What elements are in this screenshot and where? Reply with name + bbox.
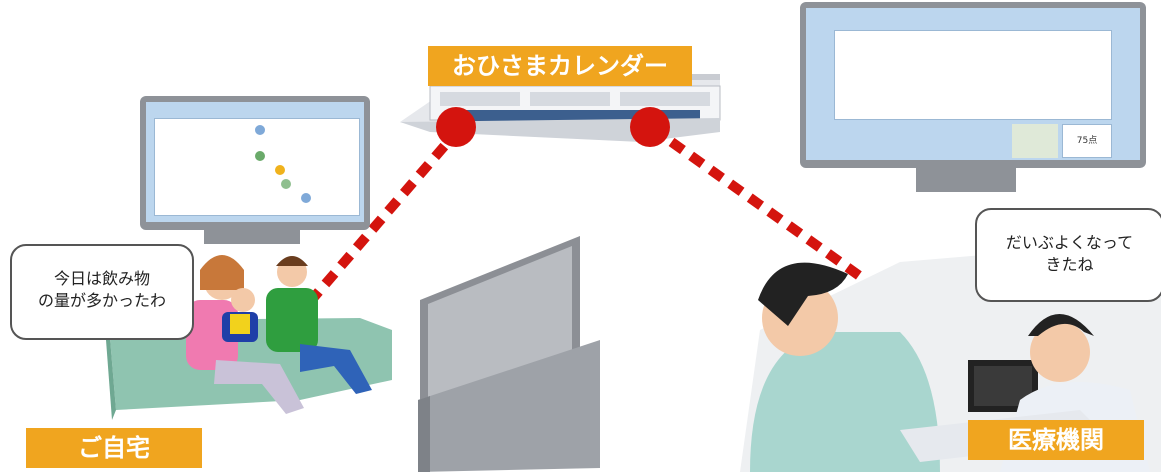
family-illustration <box>186 255 372 414</box>
app-title-label: おひさまカレンダー <box>428 46 692 86</box>
home-monitor <box>140 96 370 230</box>
home-calendar-mark <box>301 193 311 203</box>
home-label: ご自宅 <box>26 428 202 468</box>
home-calendar-mark <box>281 179 291 189</box>
family-speech-bubble: 今日は飲み物 の量が多かったわ <box>10 244 194 340</box>
home-monitor-stand <box>204 230 300 244</box>
home-calendar-mark <box>255 151 265 161</box>
doctor-speech-line1: だいぶよくなって <box>1005 233 1134 252</box>
medical-label: 医療機関 <box>968 420 1144 460</box>
medical-calendar-grid <box>834 30 1112 120</box>
home-calendar-mark <box>275 165 285 175</box>
television-illustration <box>418 236 600 472</box>
medical-monitor-stand <box>916 168 1016 192</box>
doctor-speech-bubble: だいぶよくなって きたね <box>975 208 1161 302</box>
home-calendar-panel <box>154 118 360 216</box>
medical-monitor: 75点 <box>800 2 1146 168</box>
connection-lines <box>292 123 975 361</box>
medical-monitor-screen: 75点 <box>806 8 1140 160</box>
score-value: 75点 <box>1076 136 1098 146</box>
score-panel: 75点 <box>1062 124 1112 158</box>
family-speech-line1: 今日は飲み物 <box>53 269 150 288</box>
doctor-speech-line2: きたね <box>1045 255 1094 274</box>
home-monitor-screen <box>146 102 364 222</box>
plant-image <box>1012 124 1058 158</box>
family-speech-line2: の量が多かったわ <box>37 291 166 310</box>
home-calendar-mark <box>255 125 265 135</box>
